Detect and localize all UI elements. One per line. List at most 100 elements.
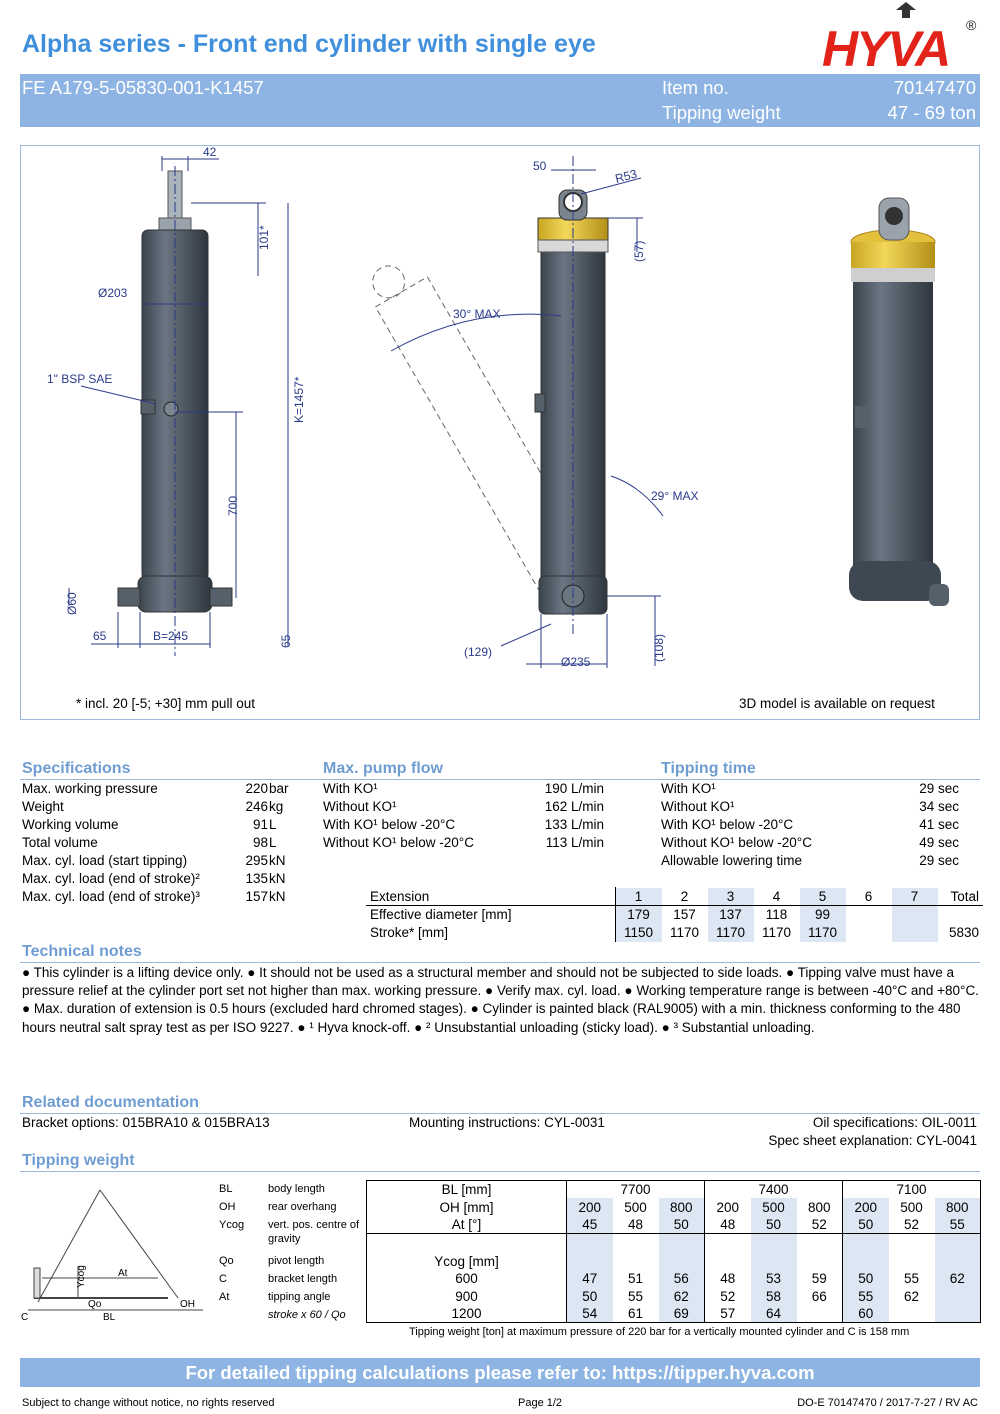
extension-cell: 1170 <box>707 923 754 942</box>
spec-unit: L <box>269 817 277 832</box>
tw-legend-abbr: C <box>219 1273 227 1285</box>
tt-label: Without KO¹ below -20°C <box>661 835 812 850</box>
tw-cell: 48 <box>612 1215 659 1235</box>
extension-cell: 4 <box>753 887 800 906</box>
tw-cell: 52 <box>888 1215 935 1235</box>
docs-heading: Related documentation <box>22 1094 199 1111</box>
extension-cell: Extension <box>366 887 616 906</box>
mounting-instructions: Mounting instructions: CYL-0031 <box>409 1115 605 1130</box>
svg-text:(129): (129) <box>464 645 492 659</box>
docs-heading-line <box>20 1094 980 1114</box>
svg-text:65: 65 <box>93 629 107 643</box>
tw-cell: 60 <box>842 1304 889 1323</box>
tw-cell <box>889 1305 935 1323</box>
spec-value: 135 <box>245 871 268 886</box>
pump-heading: Max. pump flow <box>323 760 443 777</box>
extension-cell: 118 <box>765 907 788 922</box>
tw-legend-desc: tipping angle <box>268 1291 331 1303</box>
tw-ycog-row: Ycog [mm] <box>366 1233 981 1270</box>
extension-cell: 5830 <box>937 923 983 942</box>
extension-cell: 3 <box>707 887 754 906</box>
tech-heading: Technical notes <box>22 943 142 960</box>
spec-label: Total volume <box>22 835 98 850</box>
tw-cell <box>934 1233 981 1270</box>
footer-disclaimer: Subject to change without notice, no rig… <box>22 1397 275 1409</box>
svg-text:At: At <box>118 1268 128 1279</box>
extension-cell: 1150 <box>615 923 662 942</box>
tt-label: With KO¹ below -20°C <box>661 817 794 832</box>
tw-legend-desc: pivot length <box>268 1255 325 1267</box>
tw-cell: 50 <box>842 1269 889 1288</box>
footer-doc-id: DO-E 70147470 / 2017-7-27 / RV AC <box>797 1397 978 1409</box>
tw-cell: 69 <box>658 1304 705 1323</box>
spec-label: Weight <box>22 799 64 814</box>
tw-row-label: BL [mm] <box>366 1180 567 1199</box>
svg-text:29° MAX: 29° MAX <box>651 489 698 503</box>
tw-cell: 62 <box>903 1288 920 1304</box>
extension-cell <box>891 923 938 942</box>
spec-value: 295 <box>245 853 268 868</box>
page-title: Alpha series - Front end cylinder with s… <box>22 30 596 58</box>
tw-heading: Tipping weight <box>22 1152 135 1169</box>
spec-sheet-explanation: Spec sheet explanation: CYL-0041 <box>768 1133 977 1148</box>
tw-legend-abbr: Ycog <box>219 1219 245 1231</box>
item-value: 70147470 <box>893 77 976 98</box>
tw-cell: 55 <box>842 1287 889 1305</box>
tw-cell: 500 <box>900 1199 923 1215</box>
tipping-diagram: C BL OH Qo Ycog At <box>18 1180 213 1330</box>
tw-cell: 48 <box>720 1270 736 1286</box>
svg-text:Ycog: Ycog <box>76 1265 87 1288</box>
tw-cell: 50 <box>842 1215 889 1235</box>
tw-bl-cell: 7100 <box>896 1182 927 1198</box>
header-band: FE A179-5-05830-001-K1457 Item no. 70147… <box>20 74 980 127</box>
spec-label: Working volume <box>22 817 119 832</box>
tw-cell: 62 <box>658 1287 705 1305</box>
pump-row: Without KO¹ below -20°C 113 L/min <box>323 834 608 852</box>
tw-cell <box>796 1233 843 1270</box>
extension-cell: Effective diameter [mm] <box>366 905 616 924</box>
svg-text:Ø60: Ø60 <box>65 592 79 615</box>
tw-row-label: 900 <box>366 1287 567 1305</box>
extension-cell: 6 <box>845 887 892 906</box>
tw-row-label: At [°] <box>366 1215 567 1235</box>
registered-mark: ® <box>966 17 977 33</box>
tipping-label: Tipping weight <box>662 102 781 123</box>
extension-cell: 99 <box>799 905 846 924</box>
tw-row-label: 1200 <box>366 1304 567 1323</box>
spec-label: Max. cyl. load (end of stroke)³ <box>22 889 200 904</box>
spec-label: Max. cyl. load (start tipping) <box>22 853 188 868</box>
pump-value: 113 L/min <box>545 835 604 850</box>
tw-heading-line <box>20 1152 980 1172</box>
pump-label: Without KO¹ below -20°C <box>323 835 474 850</box>
svg-text:101*: 101* <box>257 225 271 250</box>
calculator-banner[interactable]: For detailed tipping calculations please… <box>20 1358 980 1387</box>
tw-legend-row: stroke x 60 / Qo <box>219 1306 369 1324</box>
svg-text:700: 700 <box>226 496 240 516</box>
model-note: 3D model is available on request <box>739 696 935 711</box>
item-label: Item no. <box>662 77 729 98</box>
svg-text:Ø203: Ø203 <box>98 286 128 300</box>
svg-text:(108): (108) <box>652 634 666 662</box>
svg-text:Qo: Qo <box>88 1299 102 1310</box>
extension-cell: 157 <box>673 907 696 922</box>
bracket-options: Bracket options: 015BRA10 & 015BRA13 <box>22 1115 270 1130</box>
tw-legend-desc: bracket length <box>268 1273 338 1285</box>
svg-text:(57): (57) <box>632 241 646 262</box>
tw-cell: 50 <box>658 1215 705 1235</box>
tw-cell <box>796 1304 843 1323</box>
extension-cell: 7 <box>891 887 938 906</box>
svg-text:C: C <box>21 1312 28 1323</box>
technical-notes-text: ● This cylinder is a lifting device only… <box>22 965 979 1035</box>
